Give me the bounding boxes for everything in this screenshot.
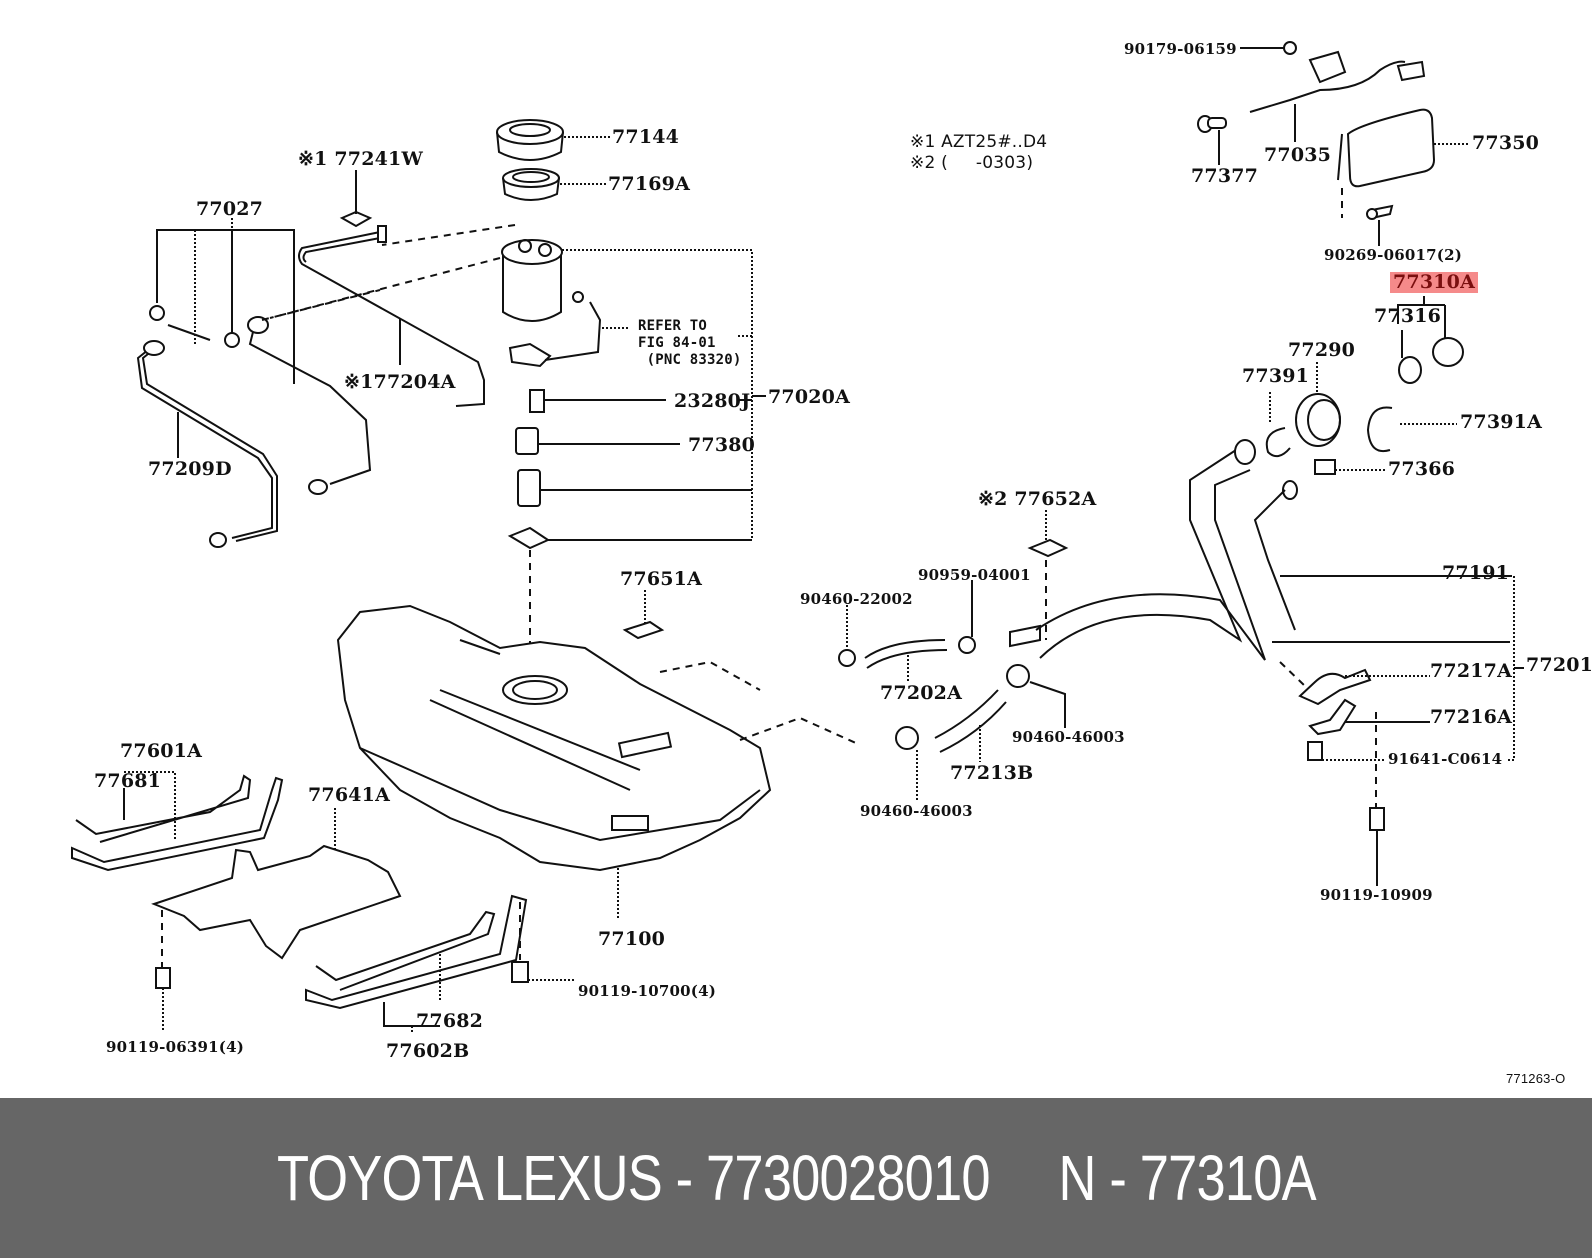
filler-housing-77290 <box>1295 362 1341 447</box>
label-90959-04001[interactable]: 90959-04001 <box>918 566 1031 584</box>
label-77682[interactable]: 77682 <box>416 1010 484 1032</box>
ring-77391 <box>1265 392 1291 458</box>
fuel-pump-module <box>269 224 563 322</box>
label-77377[interactable]: 77377 <box>1191 165 1259 187</box>
label-90119-10700[interactable]: 90119-10700(4) <box>578 982 717 1000</box>
label-77209D[interactable]: 77209D <box>148 458 232 480</box>
refer-note-fig-84-01: REFER TO FIG 84-01 (PNC 83320) <box>638 318 742 368</box>
label-77213B[interactable]: 77213B <box>950 762 1034 784</box>
label-77027[interactable]: 77027 <box>196 198 264 220</box>
fuel-cap-ring-77144 <box>496 119 610 161</box>
bracket-77020A <box>562 249 766 540</box>
label-23280J[interactable]: 23280J <box>674 390 751 412</box>
label-77144[interactable]: 77144 <box>612 126 680 148</box>
clip-77366 <box>1314 459 1385 475</box>
label-77652A[interactable]: ※2 77652A <box>978 488 1097 510</box>
bolt-91641-C0614 <box>1307 741 1385 761</box>
condition-note-2: ※2 ( -0303) <box>910 153 1034 173</box>
fuel-lid-77350 <box>1337 108 1470 188</box>
bracket-77027 <box>156 218 295 384</box>
bolt-90119-10909 <box>1369 712 1385 886</box>
pad-77652A <box>1027 510 1069 640</box>
diagram-drawing <box>71 41 1524 1032</box>
label-77169A[interactable]: 77169A <box>608 173 691 195</box>
footer-title: TOYOTA LEXUS - 7730028010 N - 77310A <box>276 1142 1317 1214</box>
label-77391[interactable]: 77391 <box>1242 365 1310 387</box>
bumper-77377 <box>1197 115 1227 165</box>
condition-note-1: ※1 AZT25#..D4 <box>910 132 1048 152</box>
label-90269-06017[interactable]: 90269-06017(2) <box>1324 246 1463 264</box>
filler-pipe-77191 <box>1009 439 1510 661</box>
footer-banner: TOYOTA LEXUS - 7730028010 N - 77310A <box>0 1098 1592 1258</box>
clamp-90959-04001 <box>958 580 976 654</box>
label-77191[interactable]: 77191 <box>1442 562 1510 584</box>
bracket-77201 <box>1508 575 1524 761</box>
pump-body <box>507 469 752 690</box>
label-77681[interactable]: 77681 <box>94 770 162 792</box>
label-77391A[interactable]: 77391A <box>1460 411 1543 433</box>
strap-77602B <box>305 894 574 1032</box>
pad-77651A <box>622 590 665 640</box>
clamp-77216A <box>1308 698 1430 736</box>
vent-tube-77209D <box>136 289 381 548</box>
label-77602B[interactable]: 77602B <box>386 1040 470 1062</box>
clamp-90460-46003-lower <box>895 726 919 800</box>
label-77651A[interactable]: 77651A <box>620 568 703 590</box>
gasket-77169A <box>502 168 606 201</box>
screw-90269-06017 <box>1341 188 1394 246</box>
opener-cable-77035 <box>1249 50 1426 142</box>
label-90119-10909[interactable]: 90119-10909 <box>1320 886 1433 904</box>
ring-77391A <box>1366 406 1457 452</box>
strap-77601A <box>71 771 284 872</box>
parts-diagram: 90179-06159 77035 77377 77350 90269-0601… <box>71 40 1592 1086</box>
label-77201[interactable]: 77201 <box>1526 654 1592 676</box>
filter-77380 <box>515 427 680 455</box>
label-77350[interactable]: 77350 <box>1472 132 1540 154</box>
label-90119-06391[interactable]: 90119-06391(4) <box>106 1038 245 1056</box>
label-77290[interactable]: 77290 <box>1288 339 1356 361</box>
label-77204A[interactable]: ※177204A <box>344 371 456 393</box>
label-91641-C0614[interactable]: 91641-C0614 <box>1388 750 1503 768</box>
label-77216A[interactable]: 77216A <box>1430 706 1513 728</box>
label-77316[interactable]: 77316 <box>1374 305 1442 327</box>
label-77310A-highlighted[interactable]: 77310A <box>1390 272 1479 293</box>
label-77202A[interactable]: 77202A <box>880 682 963 704</box>
label-77366[interactable]: 77366 <box>1388 458 1456 480</box>
fuel-tank-77100 <box>336 604 859 918</box>
label-90460-46003-upper[interactable]: 90460-46003 <box>1012 728 1125 746</box>
fuel-sender-83320 <box>508 291 628 368</box>
label-77241W[interactable]: ※1 77241W <box>298 148 423 170</box>
label-77601A[interactable]: 77601A <box>120 740 203 762</box>
label-77217A[interactable]: 77217A <box>1430 660 1513 682</box>
label-77380[interactable]: 77380 <box>688 434 756 456</box>
label-77035[interactable]: 77035 <box>1264 144 1332 166</box>
label-90460-46003-lower[interactable]: 90460-46003 <box>860 802 973 820</box>
clamp-90460-22002 <box>838 605 856 667</box>
clamp-77217A <box>1279 661 1430 706</box>
label-90460-22002[interactable]: 90460-22002 <box>800 590 913 608</box>
label-77641A[interactable]: 77641A <box>308 784 391 806</box>
vent-tube-77204A <box>298 170 485 407</box>
hose-77202A <box>864 639 948 682</box>
label-77100[interactable]: 77100 <box>598 928 666 950</box>
label-77020A[interactable]: 77020A <box>768 386 851 408</box>
protector-77641A <box>151 808 402 1030</box>
hose-77213B <box>934 689 1007 762</box>
label-90179-06159[interactable]: 90179-06159 <box>1124 40 1237 58</box>
nut-90179-06159 <box>1240 41 1297 55</box>
clamp-90460-46003-upper <box>1006 664 1066 728</box>
figure-code: 771263-O <box>1506 1071 1566 1086</box>
pump-bolt-23280J <box>529 389 666 413</box>
fuel-cap-77310A <box>1397 296 1464 384</box>
